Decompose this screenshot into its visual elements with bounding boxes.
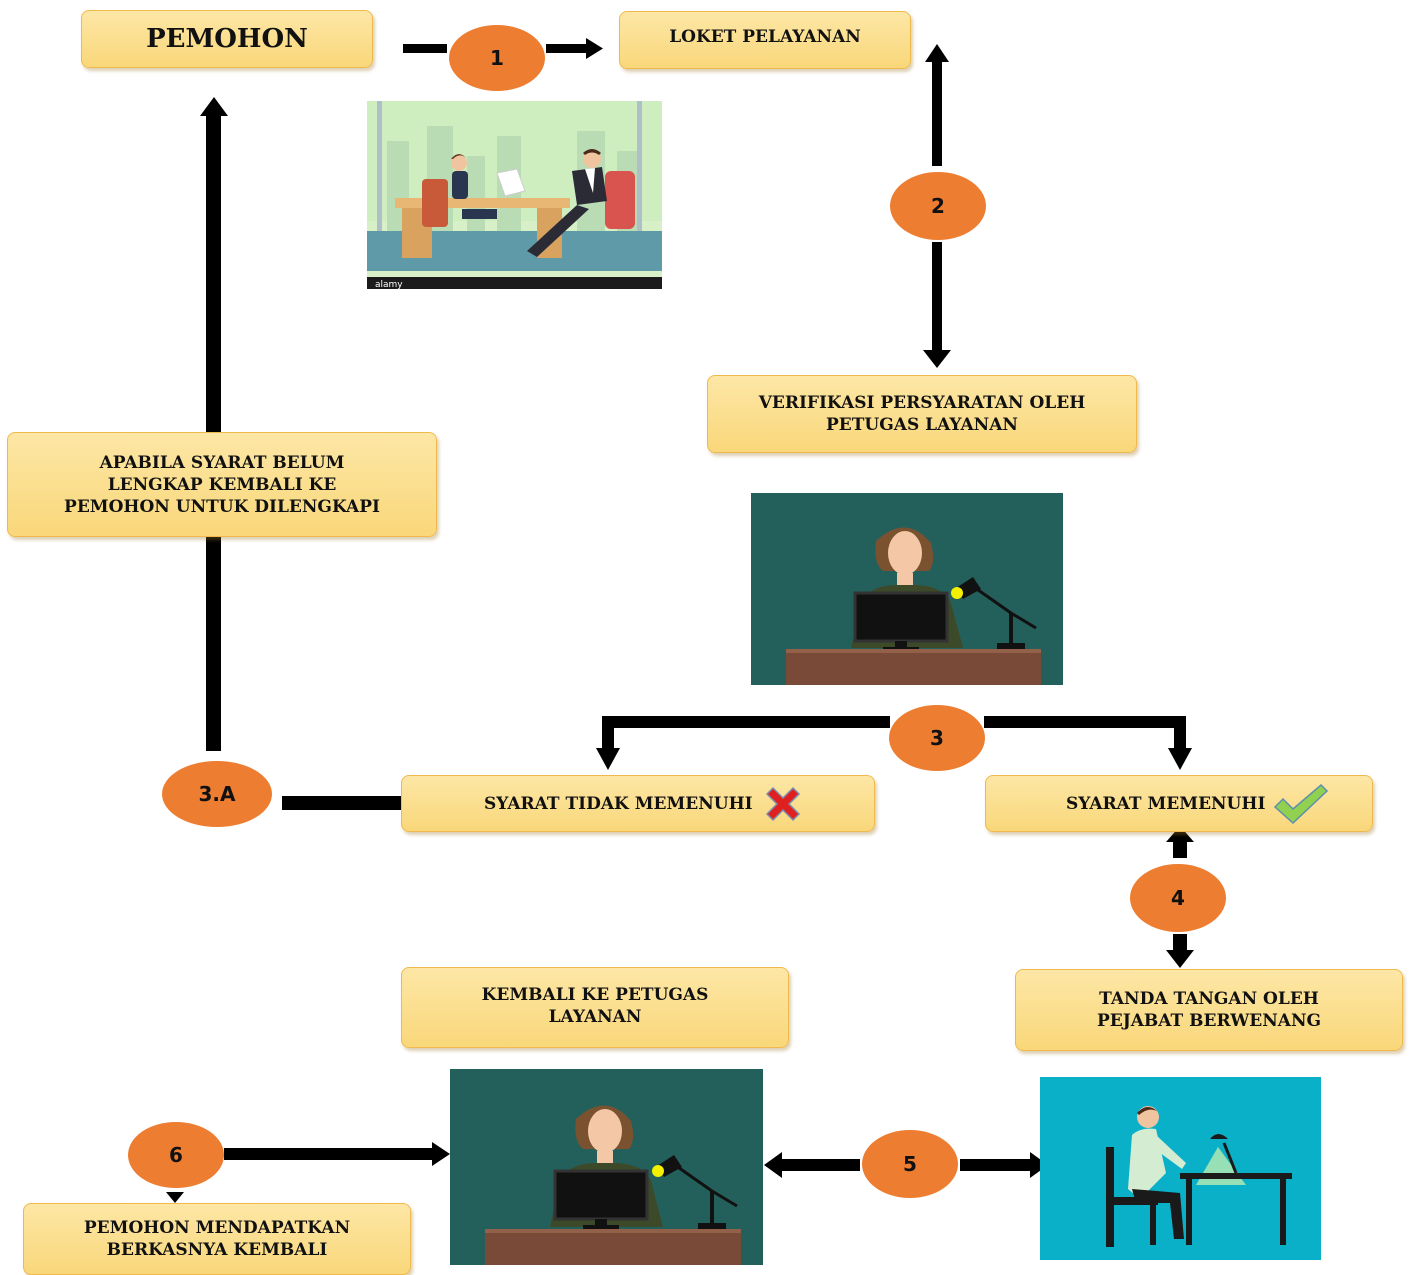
node-tanda-tangan: TANDA TANGAN OLEH PEJABAT BERWENANG [1015,969,1403,1051]
arrow-1-right-segment [546,44,588,53]
node-belum-lengkap: APABILA SYARAT BELUM LENGKAP KEMBALI KE … [7,432,437,537]
cross-icon [765,786,800,821]
step-4-label: 4 [1171,886,1185,910]
step-2-label: 2 [931,194,945,218]
arrow-3-left-horizontal [602,716,890,728]
arrow-3-left-head [596,748,620,770]
meeting-watermark: alamy [375,280,403,289]
arrow-2-bottom-segment [932,242,942,354]
arrow-4-head-up [1166,826,1194,842]
arrow-3-right-vertical [1174,716,1186,752]
node-kembali-label: KEMBALI KE PETUGAS LAYANAN [481,985,709,1027]
arrow-5-head-left [764,1152,782,1178]
node-mendapatkan-label: PEMOHON MENDAPATKAN BERKASNYA KEMBALI [83,1218,351,1260]
arrow-3-right-head [1168,748,1192,770]
step-2-badge: 2 [890,172,986,240]
returning-officer-illustration [450,1069,763,1265]
step-5-badge: 5 [862,1130,958,1198]
meeting-illustration: alamy [367,101,662,289]
arrow-5-left-segment [780,1159,860,1171]
node-pemohon: PEMOHON [81,10,373,68]
arrow-5-head-right [1030,1152,1048,1178]
arrow-6-head-down [166,1192,184,1203]
arrow-3a-horizontal [282,796,402,810]
step-1-label: 1 [490,46,504,70]
node-kembali-ke-petugas: KEMBALI KE PETUGAS LAYANAN [401,967,789,1048]
arrow-3-right-horizontal [984,716,1186,728]
node-verifikasi-label: VERIFIKASI PERSYARATAN OLEH PETUGAS LAYA… [758,393,1086,435]
step-5-label: 5 [903,1152,917,1176]
arrow-3a-lower-segment [206,537,221,751]
node-pemohon-label: PEMOHON [146,24,308,54]
step-4-badge: 4 [1130,864,1226,932]
arrow-4-bottom-segment [1173,934,1187,952]
node-memenuhi-label: SYARAT MEMENUHI [1066,793,1266,814]
arrow-4-head-down [1166,950,1194,968]
node-syarat-tidak-memenuhi: SYARAT TIDAK MEMENUHI [401,775,875,832]
arrow-4-top-segment [1173,840,1187,858]
arrow-1-head [586,38,603,59]
arrow-1-left-segment [403,44,447,53]
node-tidak-memenuhi-label: SYARAT TIDAK MEMENUHI [484,793,753,814]
node-tanda-tangan-label: TANDA TANGAN OLEH PEJABAT BERWENANG [1096,989,1322,1031]
node-syarat-memenuhi: SYARAT MEMENUHI [985,775,1373,832]
arrow-2-head-down [923,350,951,368]
official-signing-illustration [1040,1077,1321,1260]
arrow-2-top-segment [932,60,942,166]
officer-desk-illustration [751,493,1063,685]
arrow-3-left-vertical [602,716,614,752]
step-3a-label: 3.A [198,782,236,806]
arrow-6-horizontal [224,1148,436,1160]
step-3a-badge: 3.A [162,761,272,827]
node-belum-lengkap-label: APABILA SYARAT BELUM LENGKAP KEMBALI KE … [64,452,380,517]
arrow-3a-upper-segment [206,114,221,432]
step-6-label: 6 [169,1143,183,1167]
step-3-label: 3 [930,726,944,750]
step-3-badge: 3 [889,705,985,771]
step-1-badge: 1 [449,25,545,91]
node-loket-pelayanan: LOKET PELAYANAN [619,11,911,69]
arrow-3a-head-up [200,97,228,116]
arrow-2-head-up [925,44,949,62]
step-6-badge: 6 [128,1122,224,1188]
node-pemohon-mendapatkan: PEMOHON MENDAPATKAN BERKASNYA KEMBALI [23,1203,411,1275]
checkmark-icon [1274,783,1329,824]
node-verifikasi: VERIFIKASI PERSYARATAN OLEH PETUGAS LAYA… [707,375,1137,453]
node-loket-label: LOKET PELAYANAN [669,27,861,47]
arrow-5-right-segment [960,1159,1032,1171]
arrow-6-head-right [432,1142,450,1166]
